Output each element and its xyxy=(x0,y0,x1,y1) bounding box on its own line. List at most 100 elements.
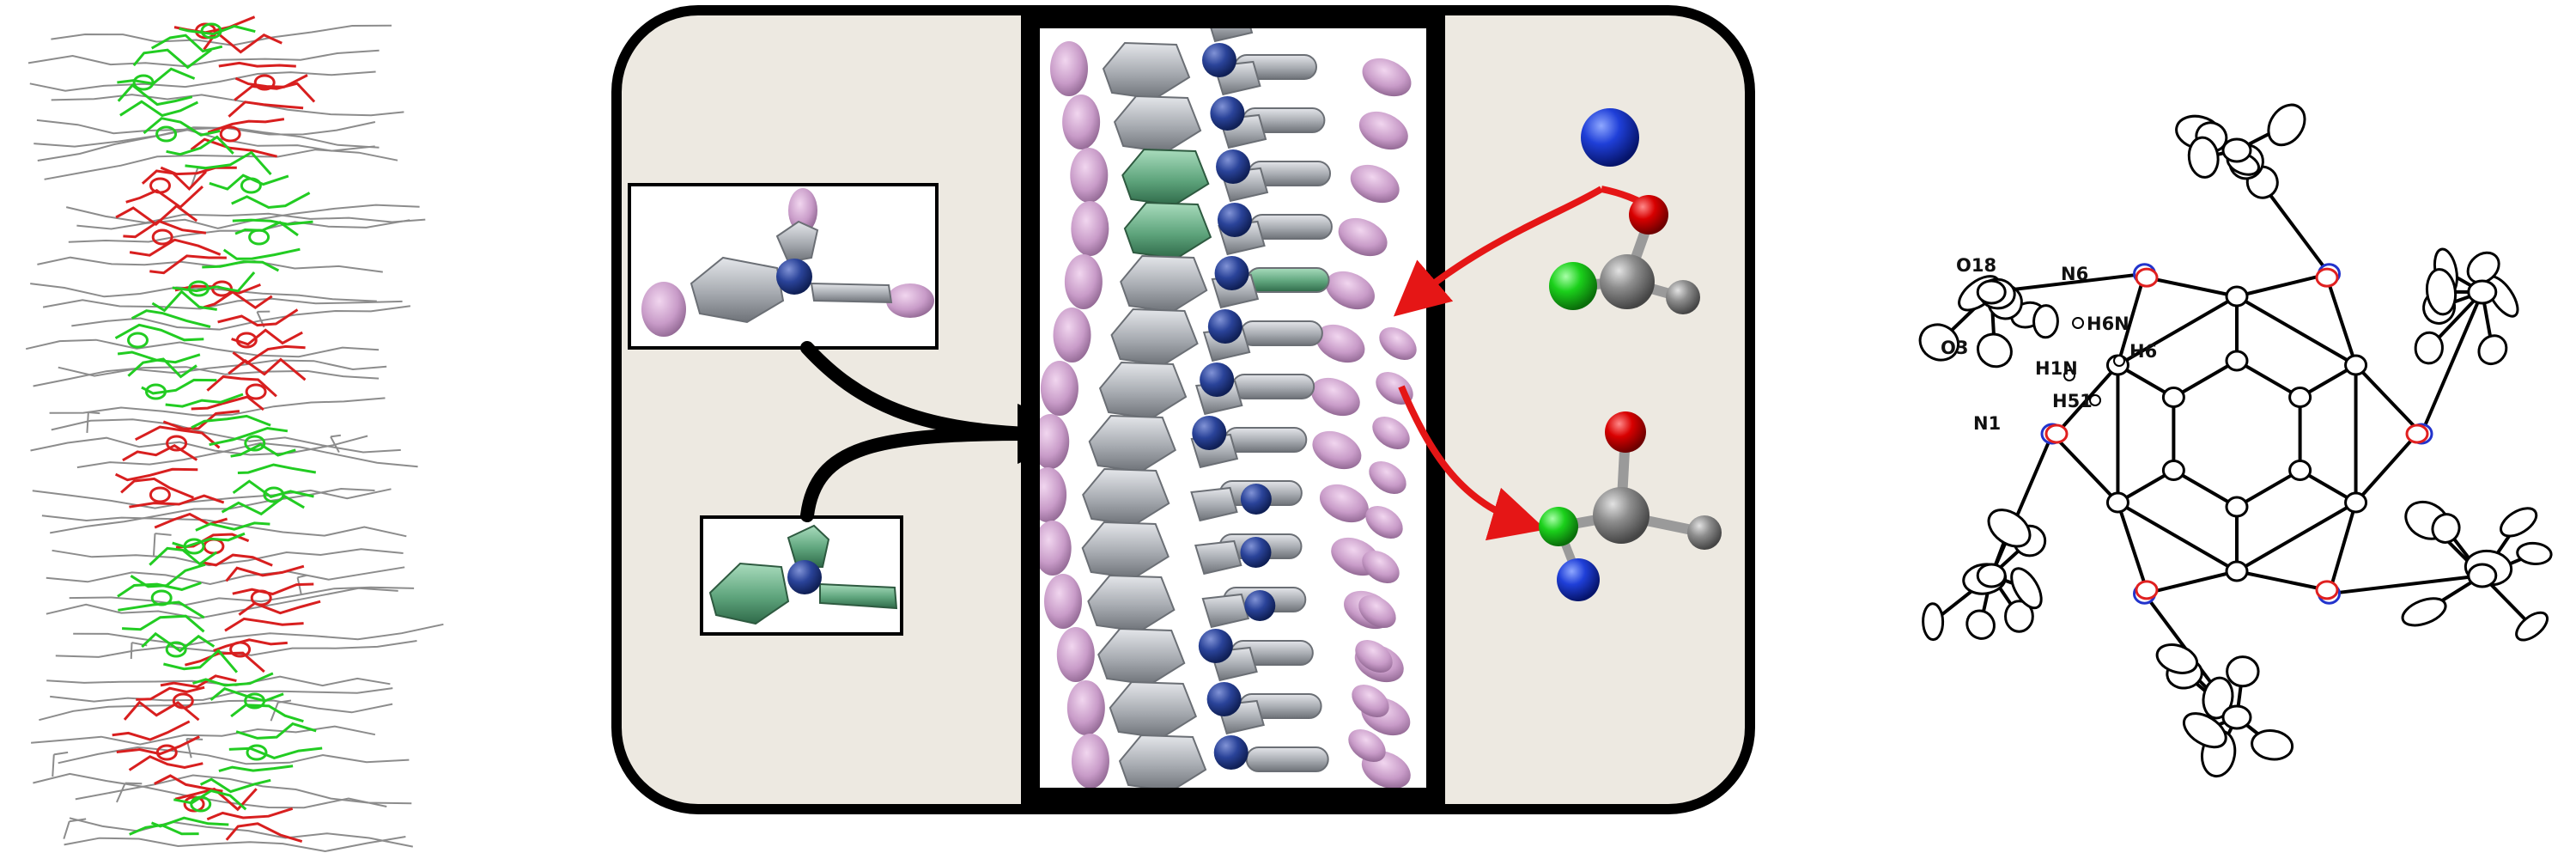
oxygen-lobe xyxy=(1372,416,1410,450)
oxygen-lobe xyxy=(1352,684,1389,718)
oxygen-lobe xyxy=(1358,111,1408,150)
helix-strand-green xyxy=(114,22,323,836)
carbon-sphere xyxy=(1600,254,1655,309)
bond xyxy=(2236,570,2328,592)
oxygen-lobe xyxy=(1379,326,1417,361)
strand-segment xyxy=(206,807,294,821)
strand-ring xyxy=(132,74,155,91)
aryl-ring xyxy=(1082,467,1170,527)
thermal-ellipsoid xyxy=(1976,332,2013,369)
strand-ring xyxy=(200,22,222,40)
oxygen-lobe xyxy=(1338,217,1388,257)
carbonyl-carbon xyxy=(2225,285,2249,308)
carbon-sphere xyxy=(1593,487,1649,544)
strand-segment xyxy=(191,414,271,430)
strand-segment xyxy=(202,553,273,567)
strand-segment xyxy=(160,674,237,689)
strand-segment xyxy=(228,357,307,381)
bond xyxy=(2329,574,2483,596)
branch xyxy=(52,751,69,777)
oxygen-lobe xyxy=(1062,94,1101,149)
backbone-chain xyxy=(30,435,368,456)
strand-segment xyxy=(112,720,191,741)
strand-segment xyxy=(232,479,314,498)
label-o3: O3 xyxy=(1941,338,1968,358)
thermal-ellipsoid xyxy=(2202,676,2234,720)
strand-segment xyxy=(129,494,225,509)
backbone-chain xyxy=(73,623,444,647)
thermal-ellipsoid xyxy=(2401,597,2447,627)
backbone-chain xyxy=(25,338,380,358)
oxygen-lobe xyxy=(1362,550,1400,584)
branch xyxy=(270,699,292,722)
aryl-ring xyxy=(1088,414,1176,473)
monomer-inset-green xyxy=(700,515,903,636)
strand-ring xyxy=(166,435,188,452)
strand-segment xyxy=(123,700,200,722)
nitrogen-atom xyxy=(1202,43,1236,77)
backbone-chain xyxy=(51,94,404,117)
helix-strand-red xyxy=(112,15,321,844)
aryl-ring xyxy=(1081,521,1170,580)
aryl-ring-edge xyxy=(1239,320,1323,346)
carbon-green-sphere xyxy=(1549,262,1597,310)
aryl-ring-green xyxy=(787,524,830,568)
strand-segment xyxy=(151,289,217,313)
strand-segment xyxy=(136,685,205,701)
thermal-ellipsoid xyxy=(2516,541,2553,565)
label-h1n: H1N xyxy=(2035,358,2078,379)
bond xyxy=(2235,501,2357,573)
strand-ring xyxy=(240,177,262,194)
strand-ring xyxy=(165,641,187,658)
label-o18: O18 xyxy=(1956,255,1996,276)
aryl-ring-edge xyxy=(1245,746,1329,772)
strand-segment xyxy=(228,101,304,118)
aryl-ring xyxy=(1118,734,1207,793)
strand-segment xyxy=(232,344,306,365)
strand-segment xyxy=(141,169,207,192)
strand-segment xyxy=(207,118,285,134)
strand-segment xyxy=(127,357,197,379)
strand-segment xyxy=(141,631,216,653)
nitrogen-atom xyxy=(1216,149,1251,184)
strand-segment xyxy=(172,532,246,549)
strand-segment xyxy=(172,271,256,293)
strand-segment xyxy=(135,425,221,449)
branch xyxy=(116,782,143,803)
strand-segment xyxy=(209,426,289,447)
strand-segment xyxy=(237,463,317,474)
bond xyxy=(2420,291,2484,435)
oxygen-ellipsoid xyxy=(2315,267,2339,288)
strand-segment xyxy=(217,308,299,327)
bond xyxy=(2172,468,2239,509)
bond xyxy=(2172,359,2239,399)
oxygen-lobe xyxy=(1350,164,1400,204)
oxygen-lobe xyxy=(1348,728,1386,763)
strand-ring xyxy=(246,744,268,761)
bond xyxy=(2327,502,2358,594)
backbone-chain xyxy=(31,725,376,746)
backbone-chain xyxy=(52,548,404,567)
strand-segment xyxy=(122,614,205,633)
strand-ring xyxy=(149,177,171,194)
strand-ring xyxy=(245,383,267,400)
strand-segment xyxy=(228,746,323,759)
strand-segment xyxy=(230,704,304,723)
hydrogen-atom xyxy=(2089,394,2101,406)
monomer-inset-grey xyxy=(628,183,939,350)
strand-ring xyxy=(155,744,178,761)
thermal-ellipsoid xyxy=(2155,643,2199,674)
strand-ring xyxy=(229,641,252,658)
aryl-ring xyxy=(1113,94,1202,154)
aryl-ring xyxy=(1109,680,1198,740)
methyl-sphere xyxy=(1666,280,1700,314)
strand-segment xyxy=(125,185,204,210)
strand-segment xyxy=(230,442,296,458)
oxygen-lobe xyxy=(1362,58,1412,97)
bond xyxy=(2354,432,2419,504)
ring-carbon xyxy=(2288,387,2312,408)
bond xyxy=(2236,271,2330,298)
strand-ring xyxy=(253,74,276,91)
thermal-ellipsoid xyxy=(2010,567,2043,610)
